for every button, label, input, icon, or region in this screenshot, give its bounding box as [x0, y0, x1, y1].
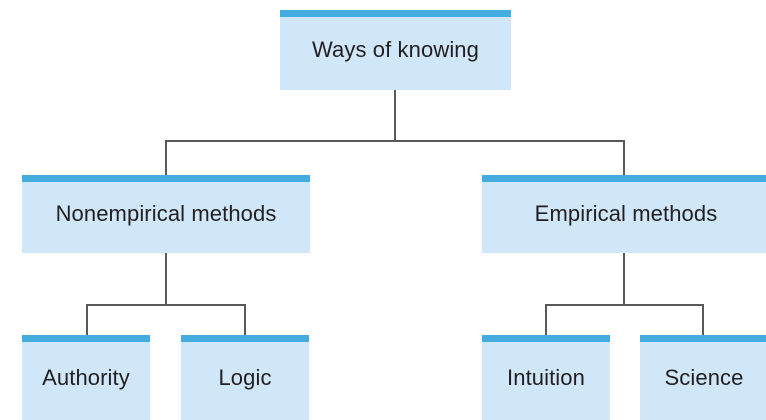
node-cap-bar	[22, 175, 310, 182]
node-label: Empirical methods	[534, 201, 718, 226]
connector-empirical-stem	[623, 252, 625, 306]
node-cap-bar	[482, 175, 766, 182]
node-intuition[interactable]: Intuition	[482, 335, 610, 420]
node-cap-bar	[482, 335, 610, 342]
node-authority[interactable]: Authority	[22, 335, 150, 420]
connector-empirical-to-science	[702, 304, 704, 336]
connector-root-to-empirical	[623, 140, 625, 176]
node-logic[interactable]: Logic	[181, 335, 309, 420]
connector-root-to-nonempirical	[165, 140, 167, 176]
node-label: Nonempirical methods	[55, 201, 277, 226]
node-nonempirical-methods[interactable]: Nonempirical methods	[22, 175, 310, 253]
node-ways-of-knowing[interactable]: Ways of knowing	[280, 10, 511, 90]
node-cap-bar	[181, 335, 309, 342]
node-label: Science	[664, 365, 744, 390]
node-label: Intuition	[507, 365, 585, 390]
node-label: Logic	[218, 365, 272, 390]
connector-root-stem	[394, 90, 396, 141]
connector-nonempirical-to-authority	[86, 304, 88, 336]
connector-nonempirical-stem	[165, 252, 167, 306]
node-empirical-methods[interactable]: Empirical methods	[482, 175, 766, 253]
node-label: Ways of knowing	[312, 37, 479, 62]
connector-empirical-bus	[545, 304, 704, 306]
node-cap-bar	[640, 335, 766, 342]
node-science[interactable]: Science	[640, 335, 766, 420]
connector-nonempirical-to-logic	[244, 304, 246, 336]
connector-nonempirical-bus	[86, 304, 246, 306]
node-cap-bar	[280, 10, 511, 17]
connector-root-bus	[165, 140, 625, 142]
node-label: Authority	[42, 365, 130, 390]
connector-empirical-to-intuition	[545, 304, 547, 336]
node-cap-bar	[22, 335, 150, 342]
